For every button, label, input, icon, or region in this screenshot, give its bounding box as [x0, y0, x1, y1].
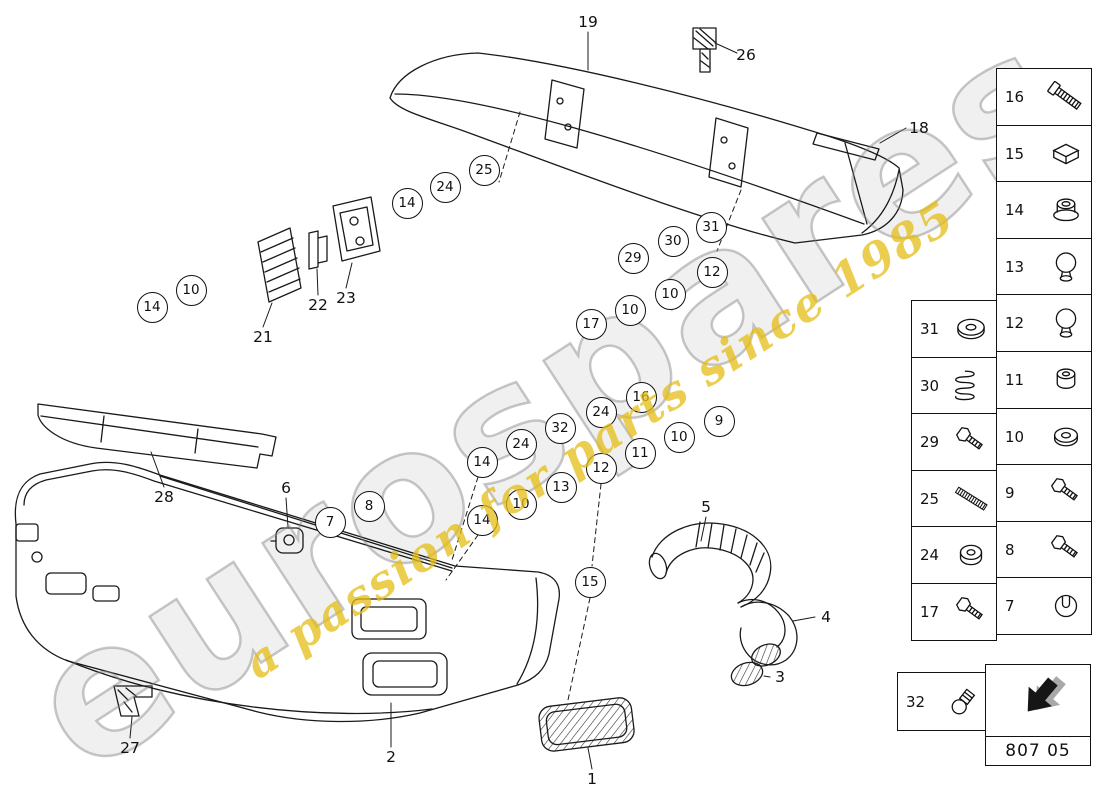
front-bumper-drawing: [14, 461, 561, 723]
callout-label-18: 18: [909, 119, 929, 137]
callout-circle-10: 10: [614, 294, 646, 326]
callout-circle-17: 17: [575, 308, 607, 340]
callout-label-3: 3: [775, 668, 785, 686]
leader-lines: [129, 31, 907, 770]
pad-3-drawing: [730, 661, 764, 687]
callout-circle-14: 14: [466, 446, 498, 478]
callout-circle-12: 12: [696, 256, 728, 288]
callout-circle-11: 11: [624, 437, 656, 469]
grille-1-drawing: [538, 697, 635, 752]
callout-circle-15: 15: [574, 566, 606, 598]
callout-label-23: 23: [336, 289, 356, 307]
callout-circle-10: 10: [663, 421, 695, 453]
callout-label-22: 22: [308, 296, 328, 314]
bracket-26-drawing: [692, 27, 717, 73]
callout-label-26: 26: [736, 46, 756, 64]
clip-6-drawing: [270, 527, 304, 554]
callout-circle-24: 24: [585, 396, 617, 428]
callout-circle-16: 16: [625, 381, 657, 413]
callout-circle-12: 12: [585, 452, 617, 484]
callout-circle-10: 10: [505, 488, 537, 520]
callout-label-6: 6: [281, 479, 291, 497]
reinforcement-bar-drawing: [37, 403, 277, 469]
callout-label-27: 27: [120, 739, 140, 757]
callout-circle-14: 14: [136, 291, 168, 323]
spoiler-strip-18-drawing: [812, 132, 880, 161]
callout-label-4: 4: [821, 608, 831, 626]
callout-label-5: 5: [701, 498, 711, 516]
mounting-brackets-drawing: [257, 196, 381, 303]
callout-circle-13: 13: [545, 471, 577, 503]
rear-spoiler-drawing: [389, 52, 904, 244]
callout-circle-14: 14: [466, 504, 498, 536]
callout-circle-7: 7: [314, 506, 346, 538]
callout-circle-24: 24: [429, 171, 461, 203]
callout-circle-14: 14: [391, 187, 423, 219]
callout-circle-24: 24: [505, 428, 537, 460]
callout-circle-32: 32: [544, 412, 576, 444]
callout-circle-25: 25: [468, 154, 500, 186]
callout-label-28: 28: [154, 488, 174, 506]
callout-circle-9: 9: [703, 405, 735, 437]
callout-label-19: 19: [578, 13, 598, 31]
assembly-dashed-lines: [445, 111, 742, 701]
callout-label-1: 1: [587, 770, 597, 788]
callout-label-2: 2: [386, 748, 396, 766]
callout-circle-29: 29: [617, 242, 649, 274]
callout-circle-31: 31: [695, 211, 727, 243]
callout-label-21: 21: [253, 328, 273, 346]
callout-circle-30: 30: [657, 225, 689, 257]
callout-circle-10: 10: [654, 278, 686, 310]
bracket-27-drawing: [113, 685, 153, 717]
air-duct-drawing: [648, 521, 798, 667]
callout-circle-10: 10: [175, 274, 207, 306]
callout-circle-8: 8: [353, 490, 385, 522]
